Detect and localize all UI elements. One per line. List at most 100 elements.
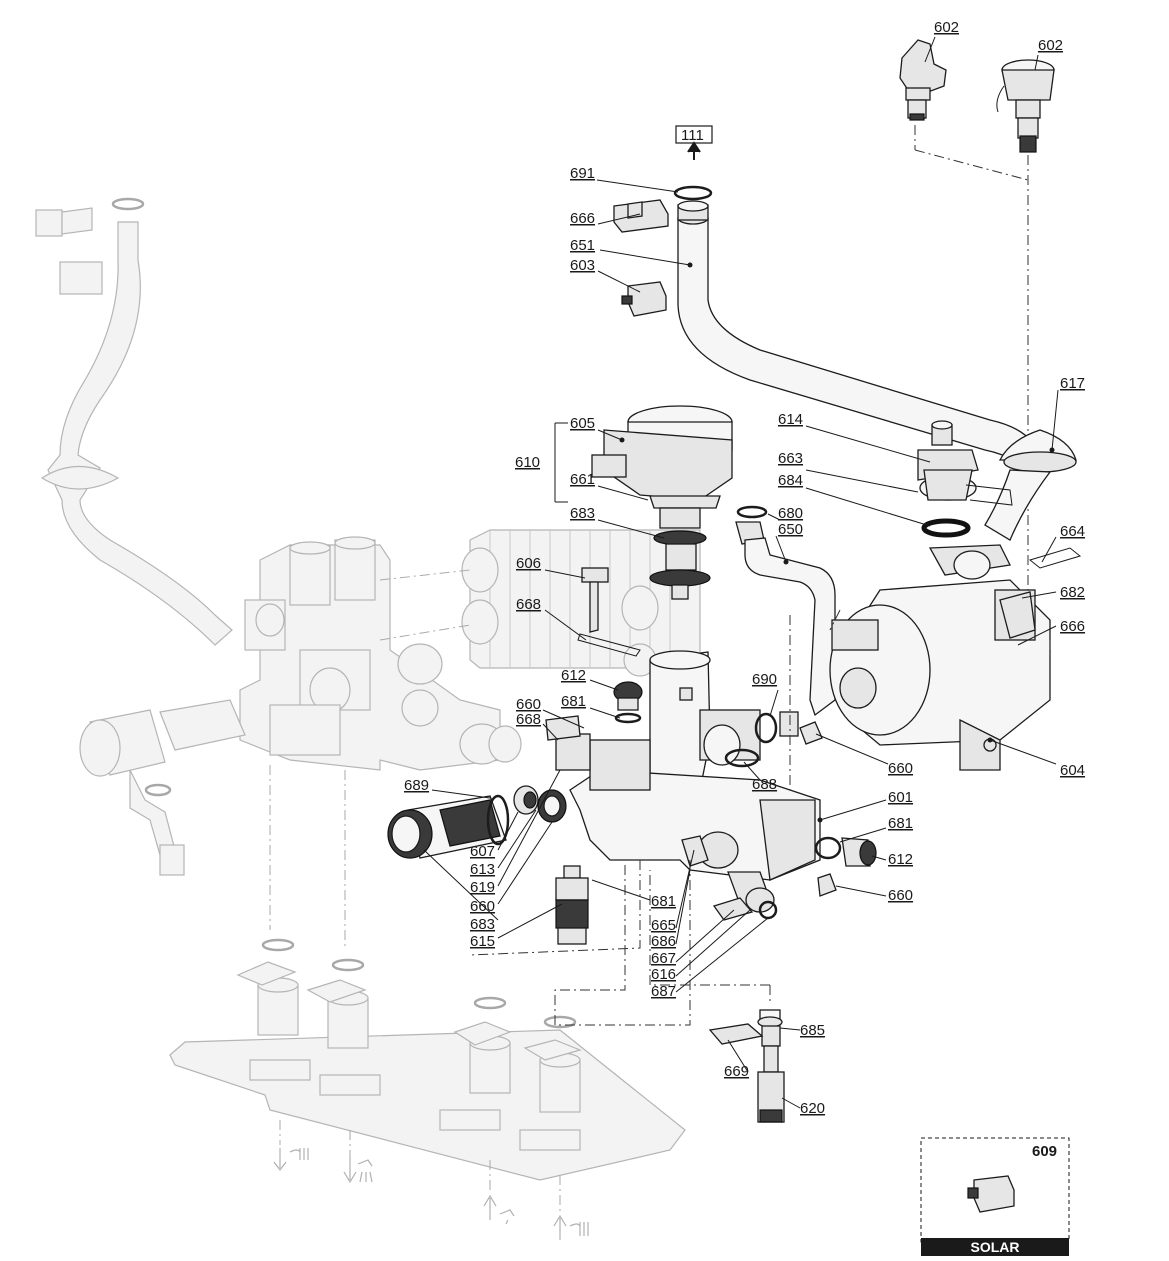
part-664-clip[interactable] [1028,547,1082,569]
part-668-clip[interactable] [577,633,641,657]
part-660-clip-right[interactable] [817,873,837,897]
label-681c[interactable]: 681 [651,893,676,910]
label-619[interactable]: 619 [470,879,495,896]
label-602b[interactable]: 602 [1038,37,1063,54]
ref-111-box[interactable] [675,125,713,160]
label-601[interactable]: 601 [888,789,913,806]
label-620[interactable]: 620 [800,1100,825,1117]
label-690[interactable]: 690 [752,671,777,688]
part-667-elbow[interactable] [712,871,778,921]
label-665[interactable]: 665 [651,917,676,934]
heating-flow-icon [273,1148,309,1171]
label-682[interactable]: 682 [1060,584,1085,601]
label-669[interactable]: 669 [724,1063,749,1080]
part-689-filter[interactable] [387,794,510,859]
label-688[interactable]: 688 [752,776,777,793]
part-labels: 602 602 111 691 666 651 603 617 614 605 … [404,19,1085,1117]
part-666-clip-top[interactable] [613,199,669,233]
label-667[interactable]: 667 [651,950,676,967]
part-683-valve-cartridge[interactable] [649,507,711,600]
part-605-motor[interactable] [591,405,733,501]
label-686[interactable]: 686 [651,933,676,950]
solar-caption-bar [921,1238,1069,1256]
label-666b[interactable]: 666 [1060,618,1085,635]
part-601-hydraulic-block[interactable] [569,650,821,881]
label-687[interactable]: 687 [651,983,676,1000]
part-669-clip[interactable] [708,1023,764,1045]
label-660c[interactable]: 660 [888,887,913,904]
label-691[interactable]: 691 [570,165,595,182]
label-689[interactable]: 689 [404,777,429,794]
part-680-o-ring[interactable] [736,505,768,519]
part-619-tap[interactable] [537,789,567,823]
part-612-valve-upper[interactable] [613,681,643,724]
label-660d[interactable]: 660 [470,898,495,915]
label-613[interactable]: 613 [470,861,495,878]
label-684[interactable]: 684 [778,472,803,489]
hot-water-icon [343,1158,373,1184]
leader-lines [423,36,1059,1109]
label-612b[interactable]: 612 [888,851,913,868]
label-664[interactable]: 664 [1060,523,1085,540]
part-606-sensor[interactable] [581,567,609,633]
part-602-sensor-b[interactable] [996,59,1055,153]
label-663[interactable]: 663 [778,450,803,467]
part-617-pipe-end[interactable] [984,429,1077,541]
label-681b[interactable]: 681 [888,815,913,832]
part-603-sensor[interactable] [621,281,667,317]
label-651[interactable]: 651 [570,237,595,254]
part-691-o-ring[interactable] [673,185,713,201]
label-605[interactable]: 605 [570,415,595,432]
label-685[interactable]: 685 [800,1022,825,1039]
label-668b[interactable]: 668 [516,711,541,728]
label-614[interactable]: 614 [778,411,803,428]
part-650-pipe[interactable] [735,521,836,717]
ghosted-hydraulic-block [35,197,701,1215]
cold-water-icon [483,1194,515,1225]
part-666-clip-right[interactable] [999,591,1036,639]
heating-return-icon [553,1214,589,1240]
label-683a[interactable]: 683 [570,505,595,522]
part-682-connector[interactable] [928,544,1011,580]
label-661[interactable]: 661 [570,471,595,488]
label-681a[interactable]: 681 [561,693,586,710]
label-660b[interactable]: 660 [888,760,913,777]
dashed-connectors [469,609,1051,1026]
label-668a[interactable]: 668 [516,596,541,613]
part-665-clip[interactable] [681,835,709,867]
inset-number-609[interactable]: 609 [1032,1143,1057,1160]
label-615[interactable]: 615 [470,933,495,950]
solar-inset: 609 SOLAR [920,1137,1070,1256]
solar-caption: SOLAR [971,1239,1020,1255]
label-666a[interactable]: 666 [570,210,595,227]
part-607-plug[interactable] [513,785,539,815]
part-604-pump[interactable] [829,579,1051,771]
label-612a[interactable]: 612 [561,667,586,684]
part-615-valve[interactable] [555,865,589,945]
part-612-valve-right[interactable] [814,836,877,867]
label-660a[interactable]: 660 [516,696,541,713]
part-690-connector[interactable] [754,711,799,744]
label-680[interactable]: 680 [778,505,803,522]
part-614-air-vent[interactable] [917,420,1013,506]
part-620-filling-loop[interactable] [757,1009,785,1123]
part-609-solar-sensor[interactable] [967,1175,1015,1213]
label-602a[interactable]: 602 [934,19,959,36]
label-617[interactable]: 617 [1060,375,1085,392]
label-606[interactable]: 606 [516,555,541,572]
part-684-seal[interactable] [921,518,971,538]
label-604[interactable]: 604 [1060,762,1085,779]
label-616[interactable]: 616 [651,966,676,983]
label-603[interactable]: 603 [570,257,595,274]
label-111[interactable]: 111 [681,127,704,144]
part-613-clip[interactable] [545,715,591,771]
part-660-clip-a[interactable] [799,721,823,745]
label-610[interactable]: 610 [515,454,540,471]
part-688-o-ring[interactable] [724,748,760,768]
part-661-clip[interactable] [649,495,721,509]
label-683b[interactable]: 683 [470,916,495,933]
part-602-sensor-a[interactable] [899,39,947,121]
label-650[interactable]: 650 [778,521,803,538]
label-607[interactable]: 607 [470,843,495,860]
